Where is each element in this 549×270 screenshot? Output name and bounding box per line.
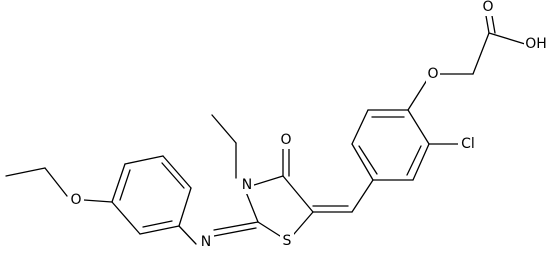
atom-o-ketone-label: O	[280, 132, 291, 148]
bond-ch2-ch3-ethoxy	[5, 167, 46, 177]
atom-o-ketone: O	[279, 131, 293, 149]
bond-ring-a-4	[351, 143, 374, 181]
bond-o-aryl	[407, 79, 428, 111]
bond-ring-b-5	[162, 155, 192, 189]
bond-ring-a-inner-3	[358, 145, 378, 175]
bond-ring-b-2	[111, 201, 141, 235]
bond-c-oh	[488, 32, 526, 45]
atom-n-imine: N	[198, 233, 214, 251]
atom-cl-label: Cl	[461, 136, 475, 152]
bond-c5-c4	[282, 175, 314, 213]
bond-ring-b-inner-2	[119, 169, 131, 201]
bond-c-ch2	[472, 32, 490, 75]
bond-ring-b-4	[124, 155, 164, 165]
bond-c2-nimine-2	[213, 227, 257, 237]
atom-label-layer: OH O O Cl O N S N	[68, 0, 548, 251]
bond-c5-s	[293, 211, 314, 235]
bond-ring-a-inner-2	[406, 145, 422, 176]
atom-s-ring: S	[280, 232, 294, 250]
bond-c2-nimine-1	[213, 221, 259, 231]
atom-o-ethoxy-label: O	[70, 192, 81, 208]
bond-ring-b-1	[139, 225, 180, 235]
bond-aryl-ch	[351, 179, 374, 213]
bond-layer	[5, 9, 526, 245]
atom-n-imine-label: N	[201, 234, 211, 250]
bond-n3-c4	[253, 175, 284, 186]
atom-n-ring-label: N	[242, 177, 252, 193]
atom-o-ether-acid: O	[426, 65, 440, 83]
bond-n-ethyl-2	[211, 114, 237, 144]
atom-o-carbonyl-acid: O	[481, 0, 495, 16]
atom-o-ether-acid-label: O	[427, 66, 438, 82]
bond-ring-a-5	[351, 109, 369, 145]
bond-ring-b-3	[111, 163, 126, 203]
atom-n-ring: N	[240, 176, 254, 194]
atom-o-carbonyl-acid-label: O	[482, 0, 493, 15]
bond-nimine-aryl	[178, 225, 197, 245]
bond-ring-a-1	[407, 109, 430, 145]
bond-ring-a-2	[412, 143, 430, 181]
bond-o-ch2-ethoxy	[44, 167, 68, 197]
bond-ring-b-inner-3	[161, 162, 185, 189]
bond-ring-b-6	[178, 187, 192, 227]
bond-aryl-o-ethoxy	[83, 199, 113, 203]
atom-s-ring-label: S	[283, 233, 292, 249]
atom-oh: OH	[524, 34, 548, 52]
bond-c2-n3	[245, 191, 259, 223]
atom-cl: Cl	[458, 135, 478, 153]
atom-o-ethoxy: O	[68, 191, 84, 209]
atom-oh-label: OH	[525, 36, 547, 52]
bond-ring-b-inner-1	[142, 220, 173, 228]
bond-s-c2	[257, 221, 281, 237]
